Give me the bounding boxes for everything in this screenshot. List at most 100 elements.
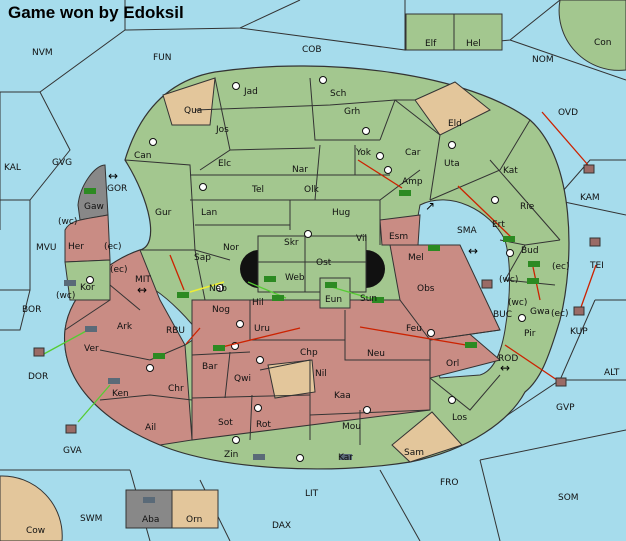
region-bar: Bar (202, 362, 218, 372)
sea-mit: MIT (135, 275, 151, 285)
region-gur: Gur (155, 208, 172, 218)
sea-mvu: MVU (36, 243, 57, 253)
region-orn: Orn (186, 515, 202, 525)
sea-cob: COB (302, 45, 322, 55)
region-lan: Lan (201, 208, 217, 218)
region-nog: Nog (212, 305, 230, 315)
region-her: Her (68, 242, 84, 252)
region-ken: Ken (112, 389, 129, 399)
region-hel: Hel (466, 39, 481, 49)
sea-labels: NVM FUN COB NOM OVD KAL GVG MVU BOR SMA … (4, 38, 620, 536)
coast-label: (wc) (56, 291, 75, 301)
move-orders (169, 111, 597, 383)
region-kaa: Kaa (334, 391, 351, 401)
region-can: Can (134, 151, 152, 161)
region-gva: GVA (63, 446, 83, 456)
region-kup: KUP (570, 327, 588, 337)
land-her-strip (64, 214, 111, 263)
units (33, 164, 601, 503)
coast-label: (ec) (110, 265, 128, 275)
region-bud: Bud (521, 246, 539, 256)
support-orders (41, 281, 377, 423)
region-rot: Rot (256, 420, 271, 430)
supply-center-markers (86, 76, 526, 462)
coast-label: (ec) (552, 262, 570, 272)
region-olk: Olk (304, 185, 320, 195)
region-los: Los (452, 413, 467, 423)
region-yok: Yok (355, 148, 372, 158)
convoy-orders (189, 281, 225, 293)
region-eun: Eun (325, 295, 342, 305)
sea-gor: GOR (107, 184, 127, 194)
region-amp: Amp (402, 177, 423, 187)
region-nar: Nar (292, 165, 308, 175)
region-kor: Kor (80, 283, 95, 293)
sea-kal: KAL (4, 163, 21, 173)
region-kam: KAM (580, 193, 600, 203)
region-vil: Vil (356, 234, 367, 244)
region-hug: Hug (332, 208, 350, 218)
sea-swm: SWM (80, 514, 102, 524)
coast-label: (ec) (104, 242, 122, 252)
region-car: Car (405, 148, 421, 158)
sea-dax: DAX (272, 521, 291, 531)
svg-text:↔: ↔ (468, 244, 478, 258)
region-uru: Uru (254, 324, 270, 334)
game-result-title: Game won by Edoksil (8, 3, 184, 22)
region-sap: Sap (194, 253, 211, 263)
sea-lit: LIT (305, 489, 319, 499)
region-con: Con (594, 38, 612, 48)
region-jad: Jad (243, 87, 258, 97)
region-nab: Nab (209, 284, 227, 294)
region-ark: Ark (117, 322, 133, 332)
sea-alt: ALT (604, 368, 620, 378)
sea-nom: NOM (532, 55, 554, 65)
region-neu: Neu (367, 349, 385, 359)
svg-text:↔: ↔ (108, 169, 118, 183)
sea-buc: BUC (493, 310, 512, 320)
sea-bor: BOR (22, 305, 41, 315)
coast-label: (wc) (58, 217, 77, 227)
region-sam: Sam (404, 448, 424, 458)
region-sot: Sot (218, 418, 233, 428)
region-ail: Ail (145, 423, 156, 433)
region-dor: DOR (28, 372, 48, 382)
coast-label: (ec) (551, 309, 569, 319)
region-mel: Mel (408, 253, 424, 263)
region-qwi: Qwi (234, 374, 251, 384)
region-elc: Elc (218, 159, 231, 169)
region-kat: Kat (503, 166, 518, 176)
region-qua: Qua (184, 106, 202, 116)
region-eld: Eld (448, 119, 462, 129)
region-uta: Uta (444, 159, 460, 169)
sea-sma: SMA (457, 226, 477, 236)
land-labels: Jad Sch Qua Jos Grh Eld Can Elc Nar Yok … (28, 87, 600, 463)
sea-links: ↔ ↔ ↔ ↔ ↗ (108, 169, 510, 375)
land-nil (267, 359, 316, 399)
svg-text:↗: ↗ (425, 199, 435, 213)
sea-fro: FRO (440, 478, 459, 488)
coast-labels: (wc) (ec) (wc) (ec) (wc) (ec) (wc) (ec) (56, 217, 570, 319)
region-gvp: GVP (556, 403, 575, 413)
region-mou: Mou (342, 422, 361, 432)
coast-label: (wc) (499, 275, 518, 285)
region-ert: Ert (492, 220, 505, 230)
sea-ovd: OVD (558, 108, 578, 118)
enemy-esm (379, 214, 421, 246)
region-web: Web (285, 273, 305, 283)
sea-tei: TEI (589, 261, 604, 271)
region-gwa: Gwa (530, 307, 550, 317)
region-aba: Aba (142, 515, 159, 525)
region-obs: Obs (417, 284, 435, 294)
region-tel: Tel (251, 185, 264, 195)
region-ver: Ver (84, 344, 99, 354)
sea-som: SOM (558, 493, 579, 503)
region-elf: Elf (425, 39, 437, 49)
region-rie: Rie (520, 202, 535, 212)
sea-nvm: NVM (32, 48, 53, 58)
land-borders (64, 77, 561, 445)
land-qua (162, 77, 216, 126)
region-kar: Kar (338, 453, 353, 463)
